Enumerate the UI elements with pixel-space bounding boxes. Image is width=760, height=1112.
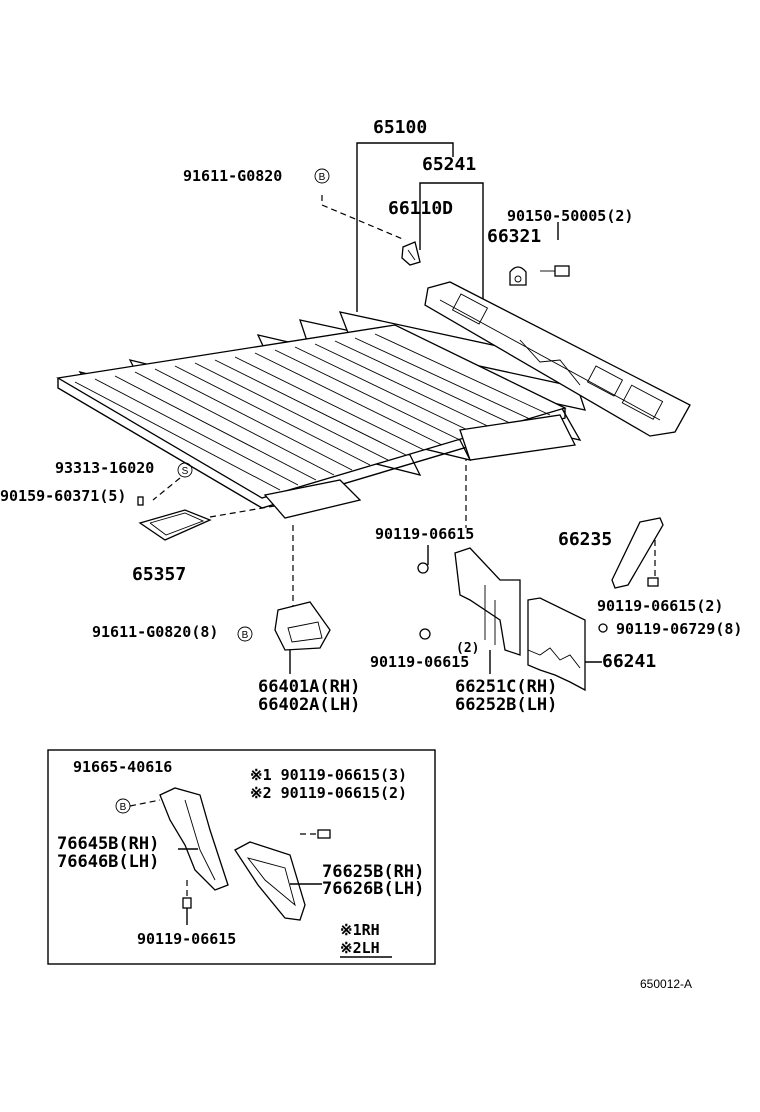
legend-rh: ※1RH [340,921,380,939]
label-90119-06729: 90119-06729(8) [616,620,742,638]
label-90119-box: 90119-06615 [137,930,236,948]
label-76625b: 76625B(RH) [322,862,424,882]
label-65241: 65241 [422,154,476,175]
mudflap-66241 [527,597,586,692]
label-66321: 66321 [487,226,541,247]
label-note1: ※1 90119-06615(3) [250,766,407,784]
svg-text:B: B [120,802,127,813]
mudguard-76645b [159,787,229,891]
label-66252b: 66252B(LH) [455,695,557,715]
svg-text:B: B [242,630,249,641]
deck-corrugations [74,333,551,491]
b-marker-top: B [314,168,330,184]
label-76646b: 76646B(LH) [57,852,159,872]
leader-lines-top [152,142,656,674]
label-91665: 91665-40616 [73,758,172,776]
b-marker-mid: B [237,626,253,642]
s-marker: S [177,462,193,478]
label-91611-8: 91611-G0820(8) [92,623,218,641]
label-90159: 90159-60371(5) [0,487,126,505]
label-76645b: 76645B(RH) [57,834,159,854]
label-91611-top: 91611-G0820 [183,167,282,185]
label-66241: 66241 [602,651,656,672]
label-90119-2: 90119-06615(2) [597,597,723,615]
label-66251c: 66251C(RH) [455,677,557,697]
svg-text:S: S [182,466,189,477]
bed-floor-65100 [56,311,591,519]
label-76626b: 76626B(LH) [322,879,424,899]
bolts-misc [417,562,659,640]
label-90150: 90150-50005(2) [507,207,633,225]
mudguard-76625b [234,841,306,921]
inset-box [47,749,436,965]
front-panel-65241 [424,281,691,437]
label-90119-low: 90119-06615 [370,653,469,671]
label-90119-mid: 90119-06615 [375,525,474,543]
label-93313: 93313-16020 [55,459,154,477]
label-65357: 65357 [132,564,186,585]
bolt-90150 [540,265,570,277]
label-66235: 66235 [558,529,612,550]
pad-65357 [137,496,212,541]
label-note2: ※2 90119-06615(2) [250,784,407,802]
legend-lh: ※2LH [340,939,380,957]
label-qty-2: (2) [456,641,479,656]
stay-66235 [611,517,664,589]
bracket-66251c [454,547,521,656]
label-66401a: 66401A(RH) [258,677,360,697]
label-66110d: 66110D [388,198,453,219]
label-65100: 65100 [373,117,427,138]
nut-66321 [509,266,527,286]
b-marker-box: B [115,798,131,814]
svg-text:B: B [319,172,326,183]
label-66402a: 66402A(LH) [258,695,360,715]
bracket-66110d [401,241,421,266]
bracket-66401a [274,601,331,651]
diagram-code: 650012-A [640,977,692,991]
